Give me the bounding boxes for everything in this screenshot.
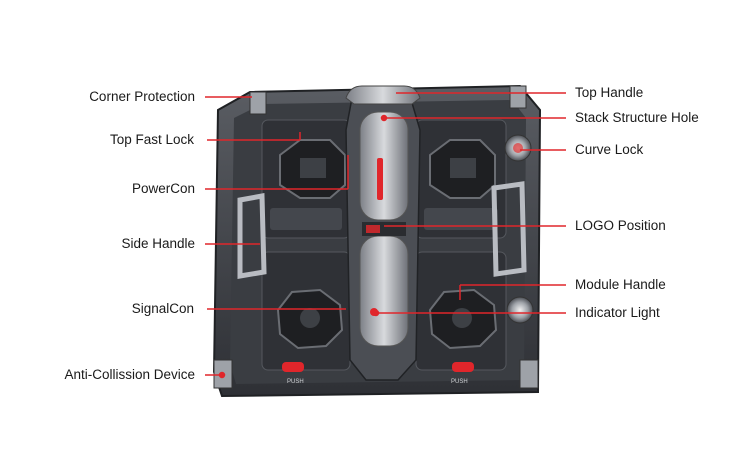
label-curve-lock: Curve Lock (575, 142, 644, 157)
corner-protection-left (249, 91, 267, 115)
label-indicator-light: Indicator Light (575, 305, 660, 320)
led-cabinet: PUSH PUSH (212, 84, 542, 398)
push-tab-left (282, 362, 304, 372)
module-bottom-left (261, 251, 351, 371)
label-top-fast-lock: Top Fast Lock (109, 132, 194, 147)
label-module-handle: Module Handle (575, 277, 666, 292)
top-handle (345, 85, 421, 105)
center-spine (345, 95, 421, 381)
label-powercon: PowerCon (131, 181, 195, 196)
corner-protection-right (509, 85, 527, 109)
label-stack-structure-hole: Stack Structure Hole (575, 110, 699, 125)
curve-lock-bottom (506, 296, 534, 324)
label-anti-collision-device: Anti-Collission Device (64, 367, 195, 382)
label-signalcon: SignalCon (131, 301, 194, 316)
module-top-left (261, 119, 351, 239)
anti-collision-right (519, 359, 539, 389)
label-side-handle: Side Handle (121, 236, 195, 251)
push-tab-right (452, 362, 474, 372)
label-logo-position: LOGO Position (575, 218, 666, 233)
side-handle-right (491, 181, 527, 277)
label-top-handle: Top Handle (575, 85, 644, 100)
label-corner-protection: Corner Protection (89, 89, 195, 104)
callout-lines (205, 92, 566, 379)
push-text-left: PUSH (287, 379, 304, 385)
push-text-right: PUSH (451, 379, 468, 385)
module-bottom-right (415, 251, 507, 371)
side-handle-left (237, 193, 267, 279)
module-top-right (415, 119, 507, 239)
